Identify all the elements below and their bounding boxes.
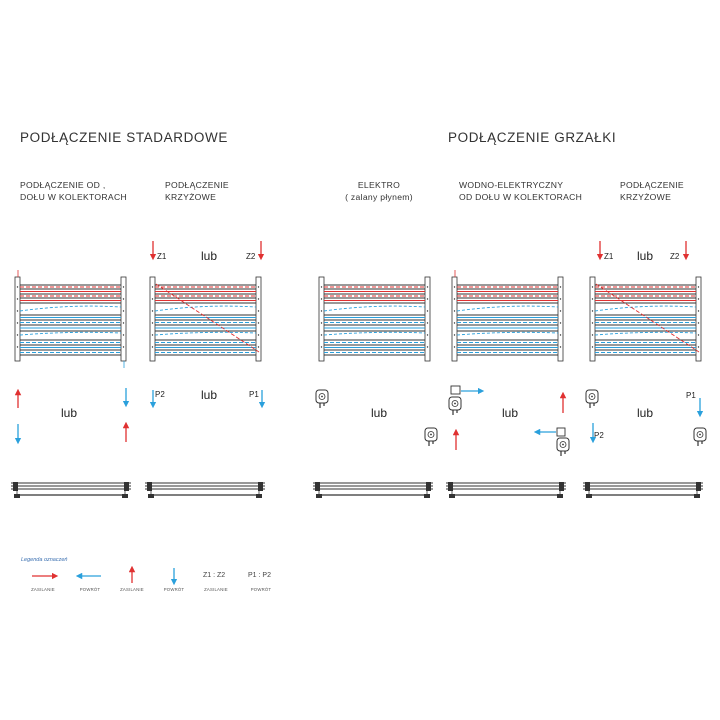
tag-p1: P1 bbox=[249, 390, 259, 399]
radiator-electro bbox=[318, 276, 431, 362]
or-label-electro: lub bbox=[371, 406, 388, 420]
tag-z2-heater: Z2 bbox=[670, 252, 680, 261]
or-label-top-cross-heater: lub bbox=[637, 249, 654, 263]
tag-p2-heater: P2 bbox=[594, 431, 604, 440]
heating-element-icon bbox=[556, 437, 570, 457]
radiator-top-view bbox=[144, 481, 266, 499]
tag-p2: P2 bbox=[155, 390, 165, 399]
radiator-top-view bbox=[10, 481, 132, 499]
radiator-cross bbox=[149, 276, 262, 362]
tag-z1-heater: Z1 bbox=[604, 252, 614, 261]
or-label-bottom-collectors: lub bbox=[61, 406, 78, 420]
section-title-heater: PODŁĄCZENIE GRZAŁKI bbox=[448, 130, 617, 145]
legend-caption-supply-vertical: ZASILANIE bbox=[120, 587, 144, 592]
tag-z2: Z2 bbox=[246, 252, 256, 261]
or-label-cross-heater: lub bbox=[637, 406, 654, 420]
heating-element-icon bbox=[315, 389, 329, 409]
column-label-cross-heater: PODŁĄCZENIE KRZYŻOWE bbox=[620, 180, 684, 202]
column-label-cross: PODŁĄCZENIE KRZYŻOWE bbox=[165, 180, 229, 202]
connector-tee bbox=[450, 385, 566, 437]
legend-pair-p: P1 : P2 bbox=[248, 572, 271, 579]
radiator-top-view bbox=[582, 481, 704, 499]
legend-title: Legenda oznaczeń bbox=[21, 557, 68, 563]
section-title-standard: PODŁĄCZENIE STADARDOWE bbox=[20, 130, 228, 145]
column-label-bottom-collectors: PODŁĄCZENIE OD , DOŁU W KOLEKTORACH bbox=[20, 180, 127, 202]
or-label-bottom-cross: lub bbox=[201, 388, 218, 402]
heating-element-icon bbox=[448, 396, 462, 416]
tag-z1: Z1 bbox=[157, 252, 167, 261]
heating-element-icon bbox=[693, 427, 707, 447]
or-label-top-cross: lub bbox=[201, 249, 218, 263]
radiator-top-view bbox=[312, 481, 434, 499]
legend-caption-return-vertical: POWRÓT bbox=[163, 587, 185, 592]
heating-element-icon bbox=[424, 427, 438, 447]
heating-element-icon bbox=[585, 389, 599, 409]
radiator-cross-heater bbox=[589, 276, 702, 362]
radiator-standard-bottom bbox=[14, 270, 127, 368]
column-label-electro: ELEKTRO ( zalany płynem) bbox=[345, 180, 413, 202]
legend-caption-z-pair: ZASILANIE bbox=[204, 587, 228, 592]
radiator-top-view bbox=[445, 481, 567, 499]
legend-pair-z: Z1 : Z2 bbox=[203, 572, 226, 579]
tag-p1-heater: P1 bbox=[686, 391, 696, 400]
or-label-water-electric: lub bbox=[502, 406, 519, 420]
radiator-water-electric bbox=[451, 270, 564, 362]
legend-caption-p-pair: POWRÓT bbox=[250, 587, 272, 592]
legend-caption-supply: ZASILANIE bbox=[31, 587, 55, 592]
column-label-water-electric: WODNO-ELEKTRYCZNY OD DOŁU W KOLEKTORACH bbox=[459, 180, 583, 202]
legend-caption-return: POWRÓT bbox=[79, 587, 101, 592]
